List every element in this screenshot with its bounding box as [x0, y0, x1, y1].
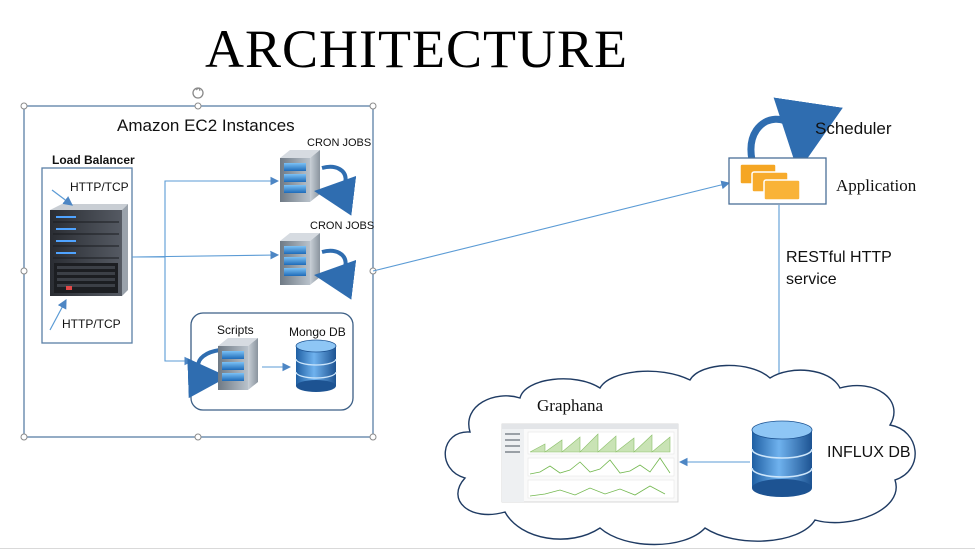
http-out-arrow	[49, 298, 67, 331]
cron-cycle-arrow-icon-2	[314, 248, 357, 300]
graphana-label: Graphana	[537, 396, 604, 415]
ec2-to-application-arrow	[372, 180, 731, 272]
dashboard-thumbnail	[501, 423, 679, 503]
influx-database-icon	[751, 420, 813, 497]
mongo-database-icon	[295, 339, 337, 392]
application-label: Application	[836, 176, 917, 195]
cron-cycle-arrow-icon-1	[314, 164, 357, 216]
scheduler-cycle-arrow-icon	[747, 97, 843, 172]
scripts-server-icon	[218, 338, 258, 390]
page-title: ARCHITECTURE	[205, 19, 628, 79]
load-balancer-label: Load Balancer	[52, 153, 135, 167]
window-stack-icon	[739, 163, 801, 201]
influx-db-label: INFLUX DB	[827, 444, 911, 461]
http-in-arrow	[51, 189, 73, 206]
load-balancer-server-icon	[50, 204, 128, 296]
cron-server-icon-1	[280, 150, 320, 202]
ec2-instances-label: Amazon EC2 Instances	[117, 116, 295, 135]
scripts-cycle-arrow-icon	[187, 348, 228, 399]
restful-label-line1: RESTful HTTP	[786, 249, 892, 266]
cron-jobs-label-2: CRON JOBS	[310, 220, 375, 232]
cron-jobs-label-1: CRON JOBS	[307, 137, 372, 149]
http-in-label: HTTP/TCP	[70, 180, 129, 194]
lb-connectors	[131, 176, 280, 366]
http-out-label: HTTP/TCP	[62, 317, 121, 331]
load-balancer-box	[41, 167, 133, 344]
rotate-handle-icon[interactable]	[192, 87, 204, 99]
cron-server-icon-2	[280, 233, 320, 285]
scripts-label: Scripts	[217, 323, 254, 337]
bottom-divider	[0, 548, 975, 549]
mongo-db-label: Mongo DB	[289, 325, 346, 339]
scheduler-label: Scheduler	[815, 119, 892, 138]
restful-label-line2: service	[786, 271, 837, 288]
